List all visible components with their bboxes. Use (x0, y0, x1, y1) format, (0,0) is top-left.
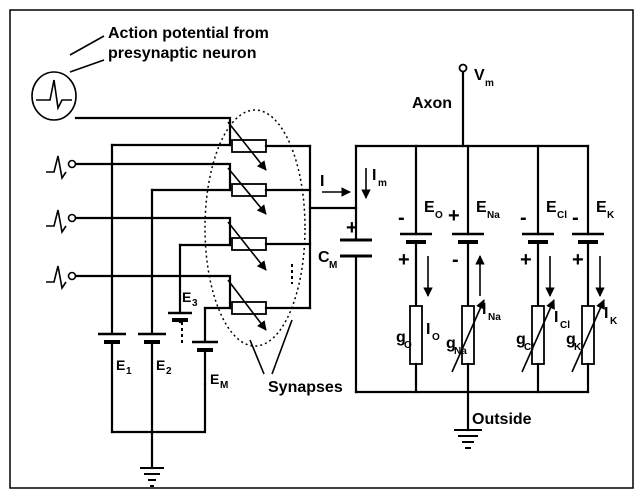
gk-subscript: K (574, 342, 582, 353)
ik-label: I (604, 305, 608, 322)
eo-label: E (424, 199, 435, 216)
ek-plus: + (572, 249, 584, 271)
ena-plus: + (448, 205, 460, 227)
ecl-plus: + (520, 249, 532, 271)
spike-source-2 (46, 209, 77, 235)
ecl-subscript: Cl (557, 210, 567, 221)
ina-label: I (482, 301, 486, 318)
battery-em (192, 340, 218, 386)
action-potential-label-line2: presynaptic neuron (108, 45, 256, 62)
go-label: g (396, 329, 406, 346)
e2-label: E (156, 357, 165, 373)
io-subscript: O (432, 332, 440, 343)
im-subscript: m (378, 178, 387, 189)
callout-line-2 (69, 59, 105, 73)
battery-e1 (98, 332, 126, 434)
ina-subscript: Na (488, 312, 501, 323)
synapses-label: Synapses (268, 379, 343, 396)
vm-subscript: m (485, 78, 494, 89)
vm-terminal (458, 63, 468, 73)
e3-subscript: 3 (192, 298, 198, 309)
io-label: I (426, 321, 430, 338)
ek-label: E (596, 199, 607, 216)
ena-subscript: Na (487, 210, 500, 221)
outside-ground-icon (454, 429, 482, 449)
em-subscript: M (220, 380, 228, 391)
gcl-subscript: Cl (524, 342, 534, 353)
synapse-resistors (231, 139, 267, 315)
e3-label: E (182, 289, 191, 305)
icl-subscript: Cl (560, 320, 570, 331)
battery-e3 (168, 311, 192, 324)
icl-label: I (554, 309, 558, 326)
cm-label: C (318, 249, 330, 266)
branch-na (451, 144, 485, 394)
outside-label: Outside (472, 411, 532, 428)
e1-subscript: 1 (126, 366, 132, 377)
action-potential-label-line1: Action potential from (108, 25, 269, 42)
branch-o (400, 144, 433, 394)
ena-minus: - (452, 249, 459, 271)
gna-label: g (446, 335, 456, 352)
input-wire-2 (74, 216, 232, 247)
ik-subscript: K (610, 316, 618, 327)
eo-plus: + (398, 249, 410, 271)
gk-label: g (566, 331, 576, 348)
axon-label: Axon (412, 95, 452, 112)
eo-subscript: O (435, 210, 443, 221)
figure-border (9, 9, 634, 489)
em-label: E (210, 371, 219, 387)
ek-subscript: K (607, 210, 615, 221)
branch-cl (521, 144, 555, 394)
ecl-minus: - (520, 207, 527, 229)
vm-label: V (474, 67, 485, 84)
left-ground-bus (110, 382, 207, 434)
cm-plus-sign: + (346, 217, 358, 239)
e1-label: E (116, 357, 125, 373)
synapses-ellipse (204, 109, 306, 347)
eo-minus: - (398, 207, 405, 229)
capacitor-cm (340, 238, 372, 258)
input-wire-3 (74, 274, 232, 310)
ek-minus: - (572, 207, 579, 229)
ecl-label: E (546, 199, 557, 216)
e2-subscript: 2 (166, 366, 172, 377)
input-wire-1 (74, 162, 232, 192)
ena-label: E (476, 199, 487, 216)
gna-subscript: Na (454, 346, 467, 357)
callout-line (69, 35, 105, 56)
spike-source-1 (46, 155, 77, 181)
left-ground-icon (140, 467, 164, 487)
current-i-label: I (320, 173, 324, 190)
branch-k (571, 144, 605, 394)
gcl-label: g (516, 331, 526, 348)
go-subscript: O (404, 340, 412, 351)
cm-subscript: M (329, 260, 337, 271)
action-potential-spike-icon (36, 79, 72, 111)
input-wire-0 (74, 116, 232, 147)
presynaptic-neuron-circle (31, 71, 77, 121)
spike-source-3 (46, 265, 77, 291)
battery-e2 (138, 332, 166, 434)
im-label: I (372, 167, 376, 184)
